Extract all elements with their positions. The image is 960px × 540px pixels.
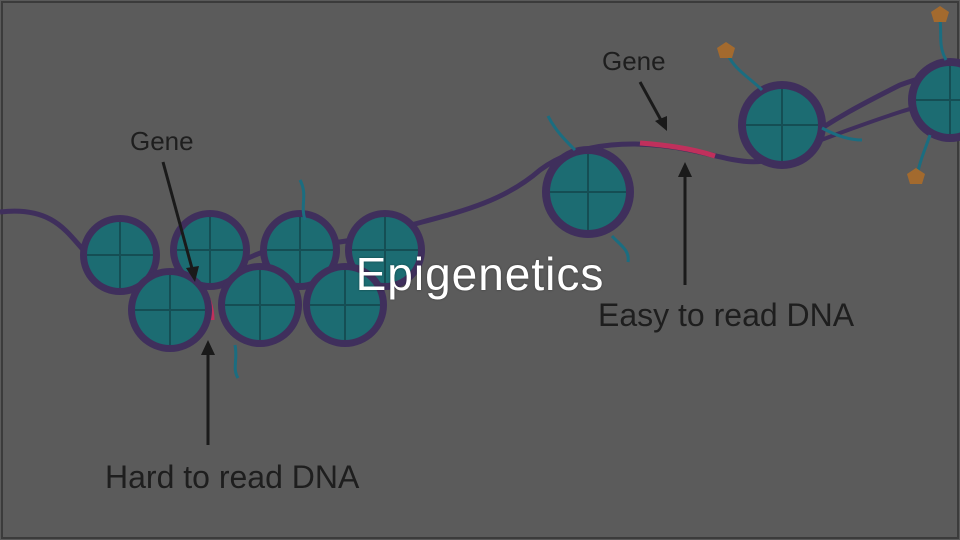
hard-to-read-label: Hard to read DNA [105,459,360,495]
slide-title: Epigenetics [0,247,960,301]
gene-label-left: Gene [130,126,194,156]
gene-label-right: Gene [602,46,666,76]
easy-to-read-label: Easy to read DNA [598,297,855,333]
